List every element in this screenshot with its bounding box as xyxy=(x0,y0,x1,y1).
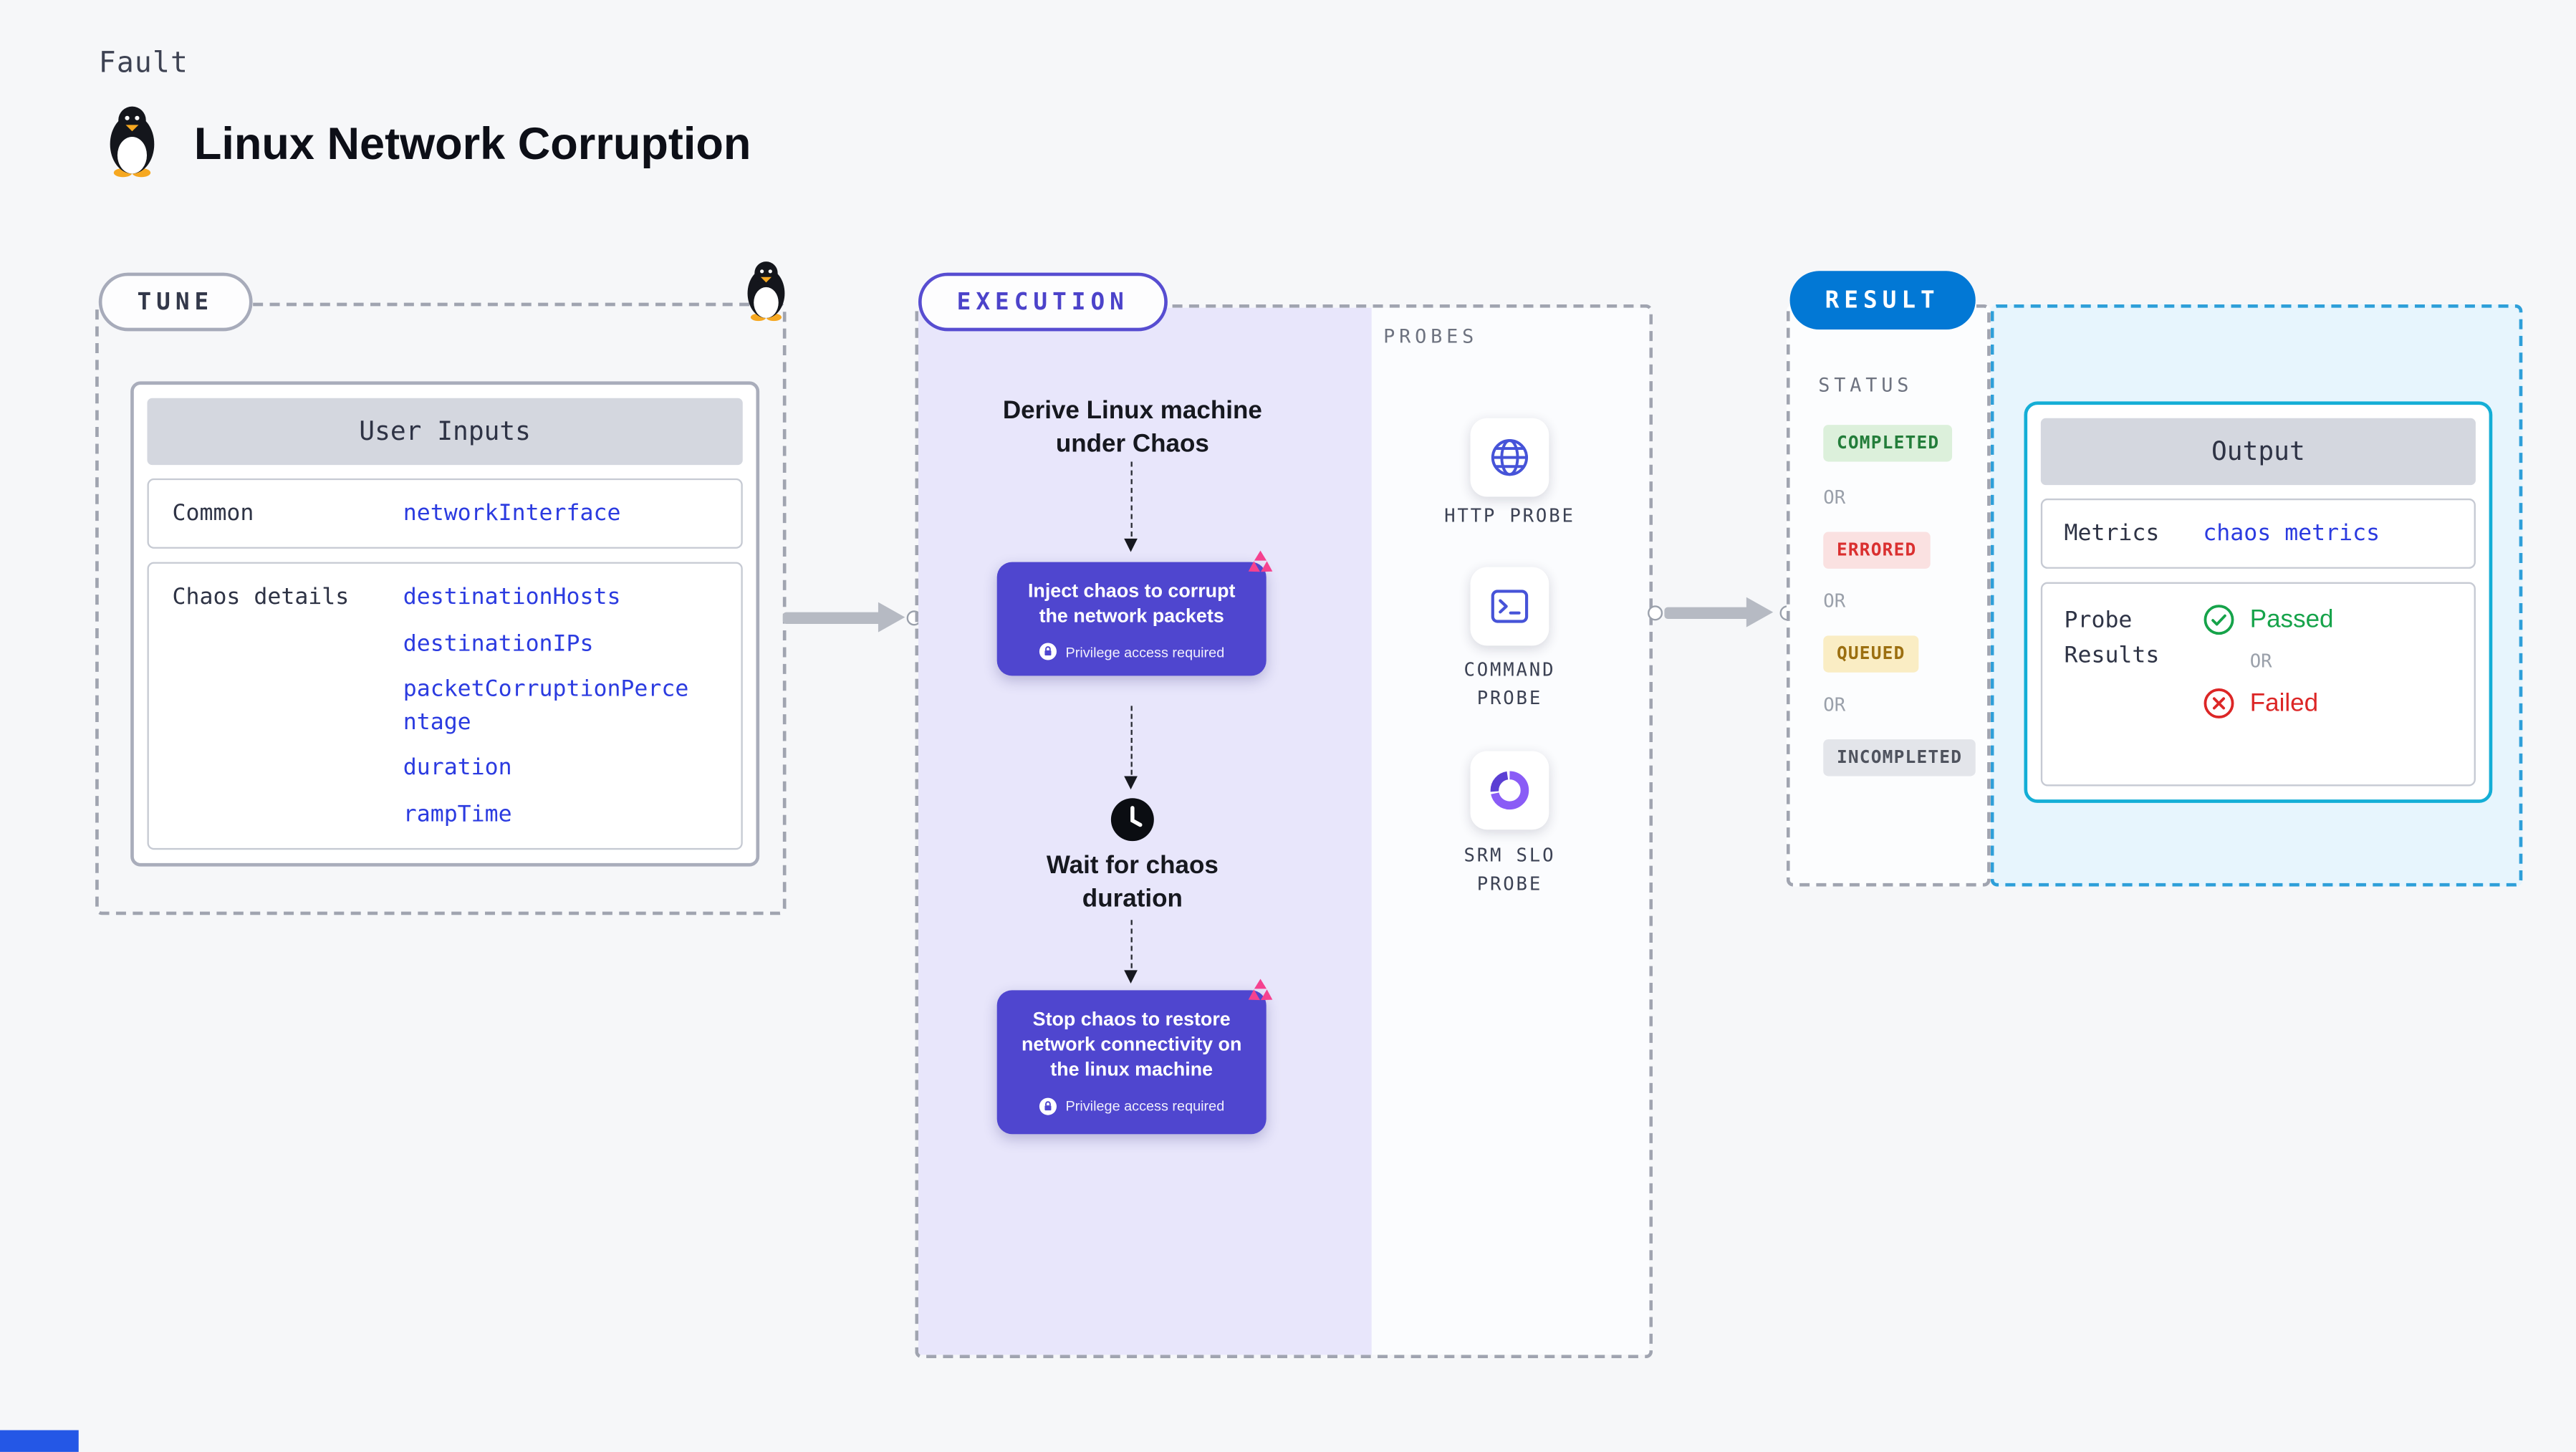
flow-connector-down xyxy=(1124,920,1138,984)
srm-slo-probe-label: SRM SLO PROBE xyxy=(1464,845,1556,895)
clock-icon xyxy=(1109,797,1155,850)
flow-connector-down xyxy=(1124,461,1138,552)
output-table: Output Metrics chaos metrics Probe Resul… xyxy=(2024,401,2493,803)
flow-arrow-execution-to-result xyxy=(1648,597,1802,628)
chaos-burst-icon xyxy=(1243,547,1278,589)
step-inject-chaos: Inject chaos to corrupt the network pack… xyxy=(996,550,1273,677)
row-label: Metrics xyxy=(2064,520,2160,547)
failed-label: Failed xyxy=(2249,689,2319,718)
globe-icon xyxy=(1491,439,1529,476)
bottom-blue-bar xyxy=(0,1430,79,1452)
step-stop-chaos: Stop chaos to restore network connectivi… xyxy=(996,979,1273,1134)
input-link-duration[interactable]: duration xyxy=(403,754,512,782)
probe-results-values: Passed OR Failed xyxy=(2203,605,2334,761)
http-probe-label: HTTP PROBE xyxy=(1444,505,1575,527)
arrow-line xyxy=(782,612,883,624)
check-circle-icon xyxy=(2203,605,2234,635)
or-separator: OR xyxy=(2249,650,2272,673)
srm-slo-probe-card xyxy=(1470,751,1549,830)
arrow-head xyxy=(1746,597,1774,628)
status-badge-queued: QUEUED xyxy=(1823,635,1919,673)
or-separator: OR xyxy=(1823,590,1846,612)
step-inject-text: Inject chaos to corrupt the network pack… xyxy=(1027,582,1236,628)
or-separator: OR xyxy=(1823,486,1846,509)
row-values: destinationHosts destinationIPs packetCo… xyxy=(403,581,694,831)
or-separator: OR xyxy=(1823,694,1846,716)
command-probe-card xyxy=(1470,567,1549,646)
status-badge-completed: COMPLETED xyxy=(1823,425,1953,462)
execution-badge: EXECUTION xyxy=(918,272,1168,332)
flow-connector-down xyxy=(1124,706,1138,790)
row-label: Probe Results xyxy=(2064,607,2160,668)
status-badge-incompleted: INCOMPLETED xyxy=(1823,739,1976,777)
output-row-probe-results: Probe Results Passed OR Failed xyxy=(2040,582,2476,787)
tux-penguin-icon-small xyxy=(741,259,791,328)
passed-label: Passed xyxy=(2249,605,2334,635)
input-link-rampTime[interactable]: rampTime xyxy=(403,800,512,827)
probe-result-passed: Passed xyxy=(2203,605,2334,636)
page-title: Linux Network Corruption xyxy=(193,117,751,168)
arrow-line xyxy=(1664,607,1751,619)
arrow-head xyxy=(878,602,905,633)
output-row-metrics: Metrics chaos metrics xyxy=(2040,498,2476,569)
privilege-badge-label: Privilege access required xyxy=(1065,1097,1225,1115)
table-row-common: Common networkInterface xyxy=(147,478,743,549)
lock-icon xyxy=(1039,643,1057,661)
input-link-destinationHosts[interactable]: destinationHosts xyxy=(403,584,621,611)
privilege-badge: Privilege access required xyxy=(1014,643,1249,661)
lock-icon xyxy=(1039,1097,1057,1115)
tux-penguin-icon xyxy=(100,104,164,184)
row-label: Common xyxy=(172,500,254,527)
tune-section xyxy=(95,302,787,915)
chaos-burst-icon xyxy=(1243,975,1278,1016)
input-link-packetCorruptionPercentage[interactable]: packetCorruptionPercentage xyxy=(403,675,689,736)
http-probe-card xyxy=(1470,418,1549,497)
x-circle-icon xyxy=(2203,688,2234,719)
command-probe-label: COMMAND PROBE xyxy=(1464,659,1556,710)
tune-badge: TUNE xyxy=(98,272,252,332)
step-wait-duration: Wait for chaos duration xyxy=(1046,851,1219,913)
slo-donut-icon xyxy=(1490,771,1529,810)
result-badge: RESULT xyxy=(1789,271,1975,330)
step-derive-machine: Derive Linux machine under Chaos xyxy=(1002,396,1262,458)
flow-node-circle xyxy=(1648,605,1663,620)
probe-result-failed: Failed xyxy=(2203,688,2333,719)
step-stop-text: Stop chaos to restore network connectivi… xyxy=(1021,1010,1242,1082)
fault-kind-label: Fault xyxy=(98,47,189,81)
result-status-panel xyxy=(1786,304,1991,887)
status-badge-errored: ERRORED xyxy=(1823,532,1931,569)
input-link-destinationIPs[interactable]: destinationIPs xyxy=(403,630,594,657)
output-header: Output xyxy=(2040,418,2476,486)
terminal-icon xyxy=(1491,590,1529,623)
chaos-metrics-link[interactable]: chaos metrics xyxy=(2203,520,2380,547)
privilege-badge-label: Privilege access required xyxy=(1065,643,1225,660)
row-label: Chaos details xyxy=(172,584,350,611)
page-header: Linux Network Corruption xyxy=(100,104,751,184)
flow-arrow-tune-to-execution xyxy=(782,602,923,633)
table-row-chaos-details: Chaos details destinationHosts destinati… xyxy=(147,562,743,850)
status-heading: STATUS xyxy=(1818,372,1913,397)
user-inputs-header: User Inputs xyxy=(147,398,743,466)
input-link-networkInterface[interactable]: networkInterface xyxy=(403,500,621,527)
row-values: networkInterface xyxy=(403,497,694,531)
probes-heading: PROBES xyxy=(1383,324,1479,348)
user-inputs-table: User Inputs Common networkInterface Chao… xyxy=(130,381,760,866)
privilege-badge: Privilege access required xyxy=(1014,1097,1249,1115)
